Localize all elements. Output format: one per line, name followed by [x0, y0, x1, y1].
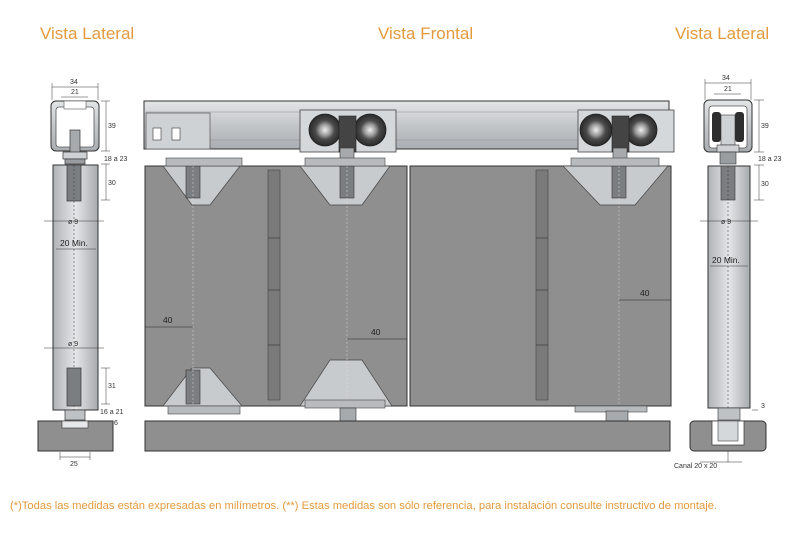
left-view-title: Vista Lateral [40, 24, 135, 43]
dim-30-right: 30 [761, 181, 769, 188]
dim-6-left: 6 [114, 420, 118, 427]
dim-31-left: 31 [108, 383, 116, 390]
dim-30-left: 30 [108, 180, 116, 187]
dim-39-right: 39 [761, 123, 769, 130]
dim-20min-right: 20 Min. [712, 255, 740, 265]
front-view-title: Vista Frontal [378, 24, 474, 43]
dim-18a23-right: 18 a 23 [758, 156, 781, 163]
footnote: (*)Todas las medidas están expresadas en… [10, 500, 718, 512]
front-view: 40 40 40 [143, 100, 675, 452]
dim-phi9-left-bottom: ø 9 [68, 341, 78, 348]
dim-25-left: 25 [70, 461, 78, 468]
dim-39-left: 39 [108, 123, 116, 130]
trolley-2 [577, 109, 675, 163]
dim-34-left: 34 [70, 79, 78, 86]
dim-phi9-left-top: ø 9 [68, 219, 78, 226]
dim-16a21-left: 16 a 21 [100, 409, 123, 416]
right-side-view: 34 21 39 18 a 23 30 ø 9 20 Min. [674, 75, 781, 470]
dim-phi9-right: ø 9 [721, 219, 731, 226]
dim-3-right: 3 [761, 403, 765, 410]
right-view-title: Vista Lateral [675, 24, 770, 43]
canal-label: Canal 20 x 20 [674, 463, 717, 470]
dim-34-right: 34 [722, 75, 730, 82]
dim-40-front-left: 40 [163, 315, 173, 325]
dim-21-right: 21 [724, 86, 732, 93]
dim-18a23-left: 18 a 23 [104, 156, 127, 163]
trolley-1 [299, 109, 397, 163]
dim-20min-left: 20 Min. [60, 238, 88, 248]
dim-40-front-right: 40 [640, 288, 650, 298]
left-side-view: 34 21 39 18 a 23 30 ø 9 20 Min. [37, 79, 127, 468]
floor-bar [144, 420, 671, 452]
dim-40-front-middle: 40 [371, 327, 381, 337]
dim-21-left: 21 [71, 89, 79, 96]
